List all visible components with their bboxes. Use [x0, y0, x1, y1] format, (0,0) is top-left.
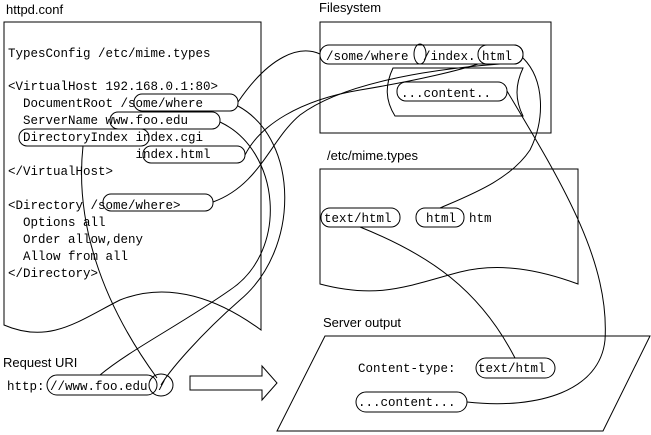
fs-content: ...content.. — [401, 87, 491, 101]
fs-path-ext: html — [482, 50, 512, 64]
content-type-value: text/html — [478, 362, 546, 376]
mime-type: text/html — [324, 212, 392, 226]
link-documentroot-to-request — [160, 105, 286, 386]
mime-types-document — [319, 168, 579, 292]
link-directoryindex-to-request — [81, 145, 158, 379]
mime-types-title: /etc/mime.types — [327, 148, 419, 163]
link-directory-to-fs — [212, 63, 501, 203]
conf-line-virtualhost: <VirtualHost 192.168.0.1:80> — [8, 80, 218, 94]
httpd-conf-title: httpd.conf — [6, 2, 63, 17]
conf-line-order: Order allow,deny — [8, 233, 144, 247]
mime-ext-html: html — [426, 212, 456, 226]
request-uri-title: Request URI — [3, 355, 77, 370]
httpd-conf-document — [3, 21, 262, 333]
server-output-panel — [276, 335, 651, 432]
request-scheme: http: — [7, 380, 45, 394]
oval-output-content-type — [475, 357, 556, 379]
fs-path-dir: /some/where — [326, 50, 409, 64]
conf-line-directory: <Directory /some/where> — [8, 199, 181, 213]
conf-line-end-directory: </Directory> — [8, 267, 98, 281]
filesystem-box — [319, 21, 552, 134]
mime-ext-htm: htm — [469, 212, 492, 226]
conf-line-directoryindex: DirectoryIndex index.cgi — [8, 131, 203, 145]
link-fs-ext-to-mime — [439, 57, 541, 209]
link-documentroot-to-fs — [237, 50, 321, 103]
content-type-label: Content-type: — [358, 362, 456, 376]
output-content: ...content... — [358, 396, 456, 410]
link-indexhtml-to-fs — [244, 63, 479, 156]
oval-servername-value — [109, 111, 221, 130]
oval-directory-path — [102, 193, 214, 212]
oval-fs-separator — [413, 43, 427, 65]
oval-documentroot-value — [133, 93, 239, 112]
link-mime-to-output — [359, 226, 516, 359]
conf-line-documentroot: DocumentRoot /some/where — [8, 97, 203, 111]
conf-line-index-html: index.html — [8, 148, 211, 162]
server-output-title: Server output — [323, 315, 401, 330]
conf-line-end-virtualhost: </VirtualHost> — [8, 165, 113, 179]
conf-line-options: Options all — [8, 216, 106, 230]
oval-fs-ext — [477, 44, 524, 65]
oval-request-host — [46, 374, 158, 396]
conf-line-typesconfig: TypesConfig /etc/mime.types — [8, 47, 211, 61]
oval-request-path — [148, 373, 174, 397]
oval-directoryindex — [18, 128, 150, 147]
fs-file-scroll — [386, 67, 524, 117]
filesystem-title: Filesystem — [319, 0, 381, 15]
conf-line-servername: ServerName www.foo.edu — [8, 114, 188, 128]
conf-line-allow: Allow from all — [8, 250, 128, 264]
link-fs-content-to-output — [466, 90, 606, 405]
fs-path-file: /index. — [423, 50, 476, 64]
arrow-right-icon — [189, 364, 278, 402]
request-host: //www.foo.edu — [50, 380, 148, 394]
request-path: / — [158, 380, 166, 394]
